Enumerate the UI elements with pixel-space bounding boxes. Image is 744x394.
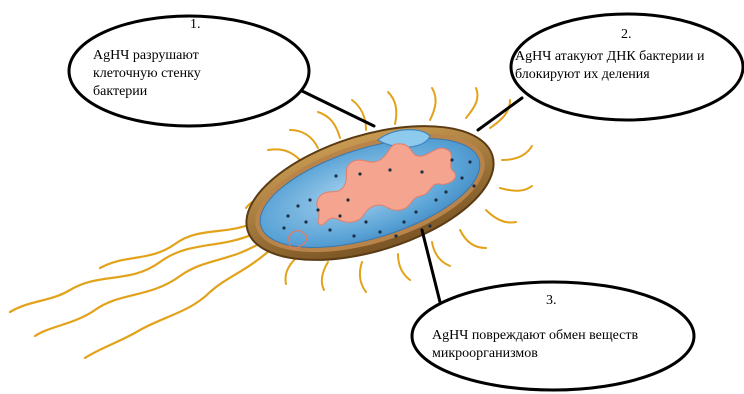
callout-3-number: 3. bbox=[546, 292, 557, 310]
callout-2-text: AgНЧ атакуют ДНК бактерии и блокируют их… bbox=[515, 48, 743, 84]
callout-3-text: AgНЧ повреждают обмен веществ микроорган… bbox=[432, 327, 682, 363]
callout-1-number: 1. bbox=[190, 16, 201, 34]
callout-1-text: AgНЧ разрушают клеточную стенку бактерии bbox=[93, 47, 243, 101]
flagella-tail bbox=[10, 222, 270, 358]
callout-2-number: 2. bbox=[621, 26, 632, 44]
